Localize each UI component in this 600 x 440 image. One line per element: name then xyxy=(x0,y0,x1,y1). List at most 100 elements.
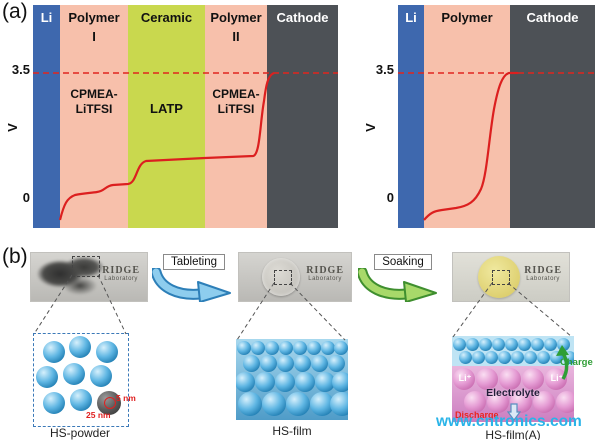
process-step-soaking: Soaking xyxy=(356,252,450,302)
polymer1-material: CPMEA- LiTFSI xyxy=(60,87,128,117)
polymer2-numeral: II xyxy=(232,29,240,44)
blue-sphere xyxy=(330,392,348,416)
pink-sphere xyxy=(476,368,498,390)
voltage-plot-right xyxy=(398,71,595,221)
blue-sphere xyxy=(70,389,92,411)
blue-sphere xyxy=(236,372,255,392)
film-a-electrolyte-layer: Li⁺ Li⁺ Electrolyte Discharge xyxy=(452,366,574,422)
blue-sphere xyxy=(497,350,511,364)
photo-hs-film: RIDGE Laboratory xyxy=(238,252,352,302)
caption-hs-film-a: HS-film(A) xyxy=(485,428,541,440)
blue-sphere xyxy=(63,363,85,385)
right-axis-vmin: 0 xyxy=(386,190,394,205)
blue-sphere xyxy=(452,337,466,351)
discharge-label: Discharge xyxy=(455,410,499,420)
li-ion-label: Li⁺ xyxy=(550,373,564,383)
blue-sphere xyxy=(96,341,118,363)
lab-logo-sub: Laboratory xyxy=(526,276,560,282)
blue-sphere xyxy=(471,350,485,364)
lab-logo-name: RIDGE xyxy=(524,265,562,276)
panel-a-label: (a) xyxy=(2,0,28,23)
discharge-down-arrow-icon xyxy=(507,403,521,421)
zoom-source-box xyxy=(274,270,292,285)
zoom-source-box xyxy=(72,256,100,277)
blue-sphere xyxy=(255,372,275,392)
blue-sphere xyxy=(556,337,570,351)
blue-sphere xyxy=(69,336,91,358)
blue-sphere xyxy=(536,350,550,364)
blue-sphere xyxy=(90,365,112,387)
blue-sphere xyxy=(259,354,277,372)
polymer1-material-line1: CPMEA- xyxy=(70,87,118,101)
blue-sphere xyxy=(295,372,315,392)
zoom-source-box xyxy=(492,270,510,285)
blue-sphere xyxy=(543,337,557,351)
blue-sphere xyxy=(478,337,492,351)
voltage-curve xyxy=(423,71,518,221)
blue-sphere xyxy=(265,341,279,355)
blue-sphere xyxy=(332,372,348,392)
blue-sphere xyxy=(484,350,498,364)
blue-sphere xyxy=(310,354,328,372)
blue-sphere xyxy=(262,392,286,416)
layer-polymer-1: Polymer I CPMEA- LiTFSI xyxy=(60,5,128,228)
blue-sphere xyxy=(293,354,311,372)
li-ion-label: Li⁺ xyxy=(458,373,472,383)
blue-sphere xyxy=(562,350,574,364)
cathode-layer-label: Cathode xyxy=(526,10,579,25)
blue-sphere xyxy=(237,341,251,355)
lab-logo-sub: Laboratory xyxy=(104,276,138,282)
particle-core-ring xyxy=(104,397,116,409)
lab-logo: RIDGE Laboratory xyxy=(524,265,562,282)
polymer1-title: Polymer xyxy=(68,10,120,25)
blue-sphere xyxy=(504,337,518,351)
layer-polymer: Polymer xyxy=(424,5,510,228)
pink-sphere xyxy=(556,391,574,413)
right-axis-vmax: 3.5 xyxy=(375,62,394,77)
polymer-title: Polymer xyxy=(441,10,493,25)
film-zoom-inset xyxy=(236,339,348,420)
blue-sphere xyxy=(275,372,295,392)
blue-sphere xyxy=(251,341,265,355)
panel-b-label: (b) xyxy=(2,245,28,268)
blue-sphere xyxy=(327,354,345,372)
film-a-zoom-inset: Li⁺ Li⁺ Electrolyte Discharge xyxy=(452,336,574,422)
lab-logo: RIDGE Laboratory xyxy=(306,265,344,282)
blue-sphere xyxy=(242,354,260,372)
tableting-label: Tableting xyxy=(162,254,226,270)
polymer2-title: Polymer xyxy=(210,10,262,25)
layer-cathode: Cathode xyxy=(267,5,338,228)
blue-sphere xyxy=(315,372,335,392)
pink-sphere xyxy=(487,391,509,413)
voltage-plot-left xyxy=(33,71,338,221)
caption-hs-film: HS-film xyxy=(272,424,312,438)
pink-sphere xyxy=(499,368,521,390)
cell-diagram-left: Li Polymer I CPMEA- LiTFSI Ceramic LATP … xyxy=(33,5,338,228)
charge-label: Charge xyxy=(560,357,593,368)
blue-sphere xyxy=(238,392,262,416)
process-step-tableting: Tableting xyxy=(150,252,238,302)
caption-hs-powder: HS-powder xyxy=(49,426,111,440)
lab-logo-name: RIDGE xyxy=(102,265,140,276)
layer-cathode: Cathode xyxy=(510,5,595,228)
blue-sphere xyxy=(321,341,335,355)
voltage-curve xyxy=(58,71,275,221)
blue-sphere xyxy=(510,350,524,364)
soaking-arrow-icon xyxy=(358,268,437,302)
blue-sphere xyxy=(43,392,65,414)
ceramic-title: Ceramic xyxy=(140,10,193,25)
polymer1-numeral: I xyxy=(92,29,96,44)
photo-hs-film-a: RIDGE Laboratory xyxy=(452,252,570,302)
layer-li: Li xyxy=(398,5,424,228)
lab-logo-name: RIDGE xyxy=(306,265,344,276)
layer-li: Li xyxy=(33,5,60,228)
layer-ceramic: Ceramic LATP xyxy=(128,5,205,228)
pink-sphere xyxy=(453,368,475,390)
blue-sphere xyxy=(279,341,293,355)
soaking-label: Soaking xyxy=(374,254,432,270)
blue-sphere xyxy=(517,337,531,351)
powder-zoom-inset: 5 nm 25 nm xyxy=(33,333,136,427)
blue-sphere xyxy=(36,366,58,388)
cathode-layer-label: Cathode xyxy=(276,10,329,25)
pink-sphere xyxy=(522,368,544,390)
